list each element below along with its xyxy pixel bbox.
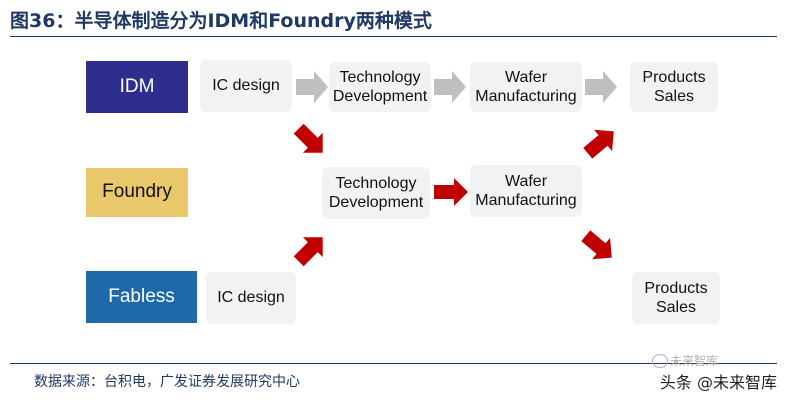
- figure-title: 图36：半导体制造分为IDM和Foundry两种模式: [10, 10, 432, 32]
- watermark-faded: 未来智库: [670, 354, 719, 368]
- foundry-wafer-manufacturing: Wafer Manufacturing: [470, 165, 582, 217]
- idm-arrow-3: [585, 71, 617, 103]
- title-divider: [10, 36, 777, 37]
- idm-technology-development: Technology Development: [329, 62, 431, 112]
- fabless-ic-design: IC design: [206, 272, 296, 324]
- fabless-to-foundry-arrow: [293, 237, 323, 267]
- idm-category-box: IDM: [86, 61, 188, 113]
- foundry-tech-to-wafer-arrow: [434, 178, 468, 206]
- source-divider: [10, 363, 777, 364]
- foundry-technology-development: Technology Development: [322, 167, 430, 219]
- wechat-icon: [652, 354, 668, 368]
- fabless-products-sales: Products Sales: [632, 272, 720, 324]
- ic-to-foundry-arrow: [293, 123, 323, 153]
- foundry-category-box: Foundry: [86, 168, 188, 217]
- fabless-category-box: Fabless: [86, 271, 197, 323]
- source-note: 数据来源：台积电，广发证券发展研究中心: [34, 374, 300, 390]
- watermark: 头条 @未来智库: [659, 373, 777, 392]
- idm-wafer-manufacturing: Wafer Manufacturing: [470, 62, 582, 112]
- idm-ic-design: IC design: [200, 60, 292, 112]
- idm-arrow-1: [296, 71, 328, 103]
- wafer-to-idm-sales-arrow: [583, 129, 614, 159]
- idm-products-sales: Products Sales: [630, 62, 718, 112]
- idm-arrow-2: [434, 71, 466, 103]
- wafer-to-fabless-sales-arrow: [581, 230, 612, 260]
